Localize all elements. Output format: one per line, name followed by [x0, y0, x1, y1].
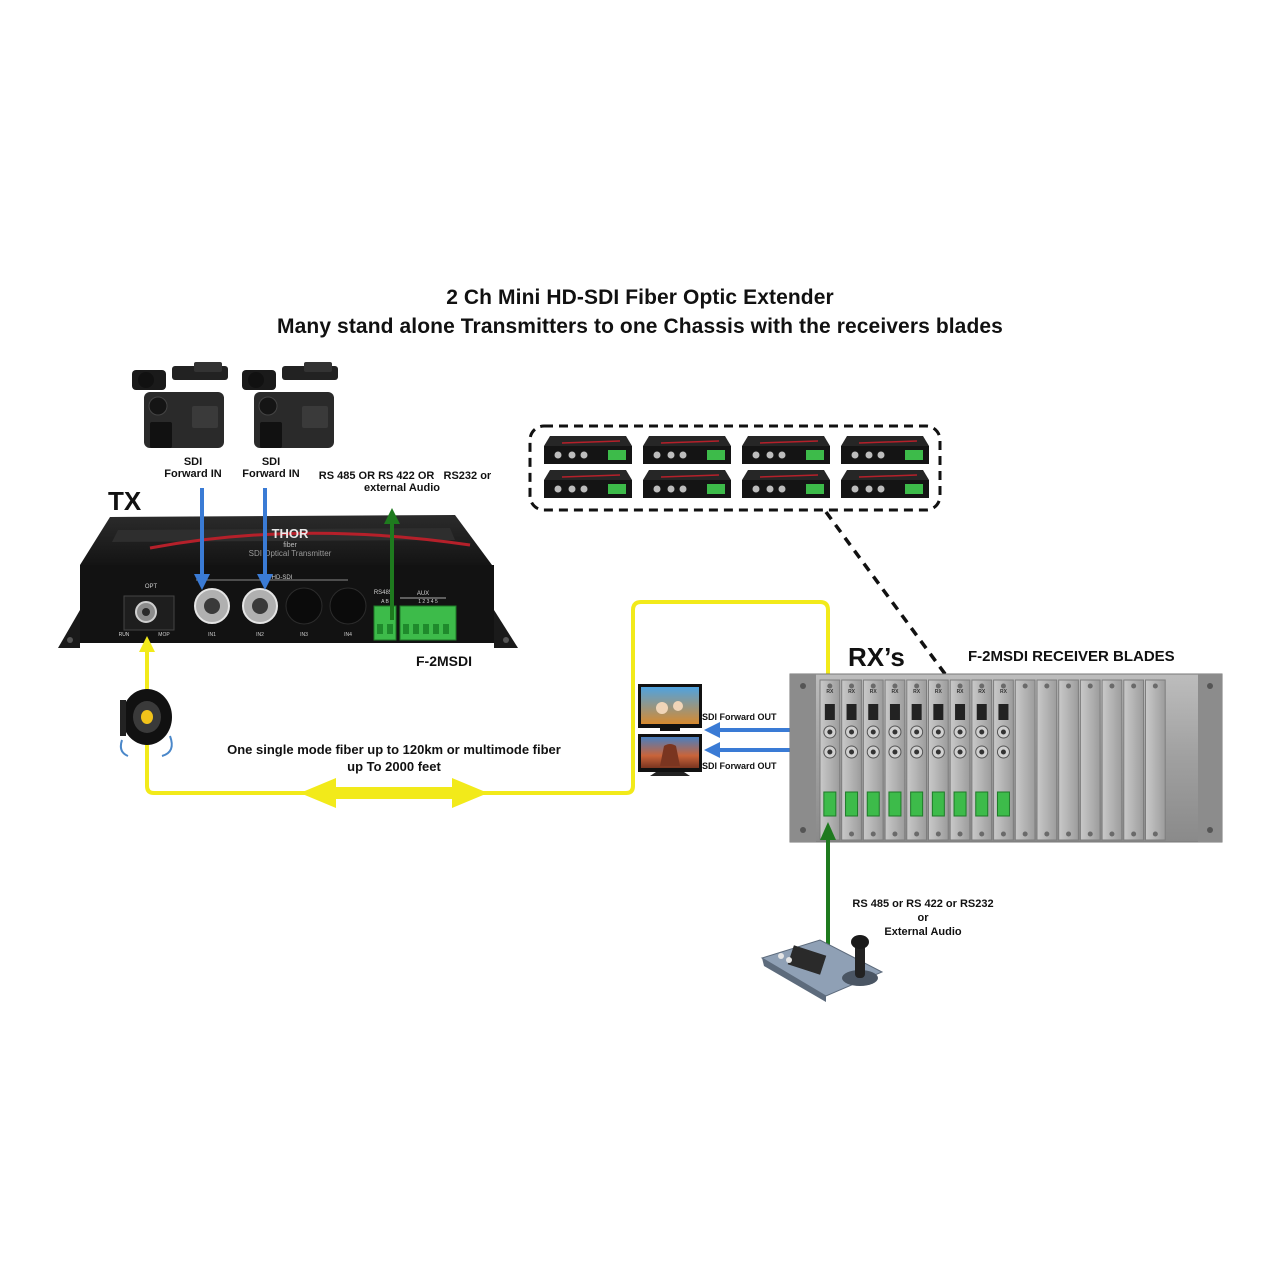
transmitter-array — [528, 424, 950, 680]
rx-blade-label: RX — [826, 689, 834, 695]
camera-2-icon — [242, 362, 338, 448]
rx-blade: RX — [949, 679, 971, 841]
blank-blade — [1101, 679, 1123, 841]
rx-blade: RX — [906, 679, 927, 841]
aux-out-arrow — [384, 508, 400, 620]
blank-blade — [1058, 679, 1079, 841]
rx-blade-label: RX — [1000, 689, 1008, 695]
serial-label-line3: External Audio — [884, 926, 962, 938]
monitor-2-icon — [638, 734, 702, 776]
serial-in-arrow — [820, 822, 836, 945]
blank-blade — [1123, 679, 1145, 841]
serial-label-line2: or — [917, 912, 929, 924]
tx-device-name: SDI Optical Transmitter — [249, 549, 332, 558]
diagram-title: 2 Ch Mini HD-SDI Fiber Optic Extender — [446, 286, 834, 309]
mini-transmitter — [841, 470, 929, 498]
sdi-in-arrows — [194, 488, 273, 590]
fiber-label-line2: up To 2000 feet — [347, 759, 441, 774]
tx-port-in3: IN3 — [300, 632, 308, 638]
tx-led-run: RUN — [119, 632, 130, 638]
aux-label: RS 485 OR RS 422 OR RS232 or external Au… — [310, 470, 500, 494]
joystick-controller-icon — [760, 935, 884, 1002]
aux-label-line2: external Audio — [364, 482, 440, 494]
rx-blade: RX — [928, 679, 949, 841]
camera-1-icon — [132, 362, 228, 448]
rx-blade-label: RX — [891, 689, 899, 695]
rx-blade-label: RX — [913, 689, 921, 695]
tx-label: TX — [108, 486, 142, 516]
tx-model-label: F-2MSDI — [416, 653, 472, 669]
rx-blade: RX — [993, 679, 1014, 841]
mini-transmitter — [742, 470, 830, 498]
mini-transmitter — [643, 470, 731, 498]
tx-port-opt: OPT — [145, 584, 158, 590]
camera-1-label-line1: SDI — [183, 456, 203, 468]
tx-port-aux: AUX — [417, 591, 429, 597]
mini-transmitter — [544, 436, 632, 464]
mini-transmitter — [742, 436, 830, 464]
blank-blade — [1014, 679, 1036, 841]
rx-blade: RX — [819, 679, 841, 841]
blank-blade — [1079, 679, 1101, 841]
tx-port-rs485: RS485 — [374, 590, 393, 596]
rx-chassis: RX RX RX RX RX RX RX RX RX — [789, 673, 1223, 843]
camera-1-label-line2: Forward IN — [164, 468, 222, 480]
sdi-out-label-1: SDI Forward OUT — [702, 712, 777, 722]
rx-blade: RX — [971, 679, 993, 841]
tx-aux-pins: 1 2 3 4 5 — [418, 599, 438, 605]
sdi-out-label-2: SDI Forward OUT — [702, 761, 777, 771]
serial-label-line1: RS 485 or RS 422 or RS232 — [852, 898, 994, 910]
camera-2-label-line2: Forward IN — [242, 468, 300, 480]
tx-led-mop: MOP — [158, 632, 170, 638]
rx-blade: RX — [862, 679, 884, 841]
mini-transmitter — [643, 436, 731, 464]
camera-2-label-line1: SDI — [261, 456, 281, 468]
tx-port-in1: IN1 — [208, 632, 216, 638]
tx-device: THOR fiber SDI Optical Transmitter OPT H… — [58, 515, 518, 648]
tx-port-hdsdi: HD-SDI — [272, 575, 293, 581]
rx-blade-label: RX — [957, 689, 965, 695]
rx-blade: RX — [884, 679, 906, 841]
tx-port-in4: IN4 — [344, 632, 352, 638]
fiber-label-line1: One single mode fiber up to 120km or mul… — [227, 742, 561, 757]
monitor-1-icon — [638, 684, 702, 731]
rx-blade-label: RX — [848, 689, 856, 695]
rx-blade-label: RX — [935, 689, 943, 695]
fiber-reel-icon — [119, 689, 173, 757]
rx-blade-label: RX — [870, 689, 878, 695]
rx-blades-label: F-2MSDI RECEIVER BLADES — [968, 648, 1175, 665]
rx-blade-label: RX — [978, 689, 986, 695]
mini-transmitter — [544, 470, 632, 498]
camera-2-label: SDI Forward IN — [236, 456, 306, 480]
camera-1-label: SDI Forward IN — [160, 456, 226, 480]
serial-label: RS 485 or RS 422 or RS232 or External Au… — [838, 897, 1008, 939]
tx-logo-sub: fiber — [283, 542, 297, 549]
rx-blade: RX — [841, 679, 862, 841]
aux-label-line1: RS 485 OR RS 422 OR RS232 or — [318, 470, 492, 482]
blank-blade — [1145, 679, 1166, 841]
mini-transmitter — [841, 436, 929, 464]
tx-rs485-pins: A B — [381, 599, 389, 605]
fiber-label: One single mode fiber up to 120km or mul… — [196, 741, 592, 775]
diagram-subtitle: Many stand alone Transmitters to one Cha… — [277, 315, 1003, 338]
tx-port-in2: IN2 — [256, 632, 264, 638]
rx-label: RX’s — [848, 642, 905, 672]
tx-logo: THOR — [272, 526, 309, 541]
blank-blade — [1036, 679, 1058, 841]
